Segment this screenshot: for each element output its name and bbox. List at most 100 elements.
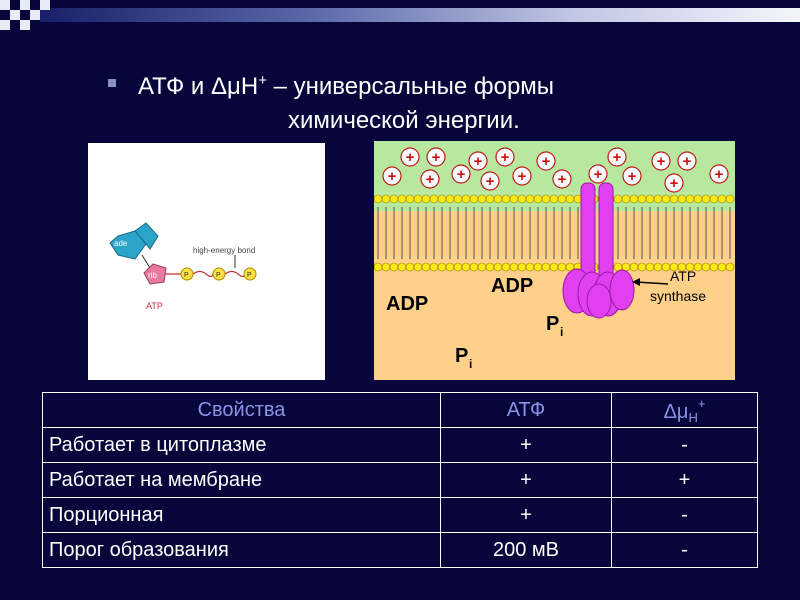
lipid-head xyxy=(565,194,575,204)
lipid-head xyxy=(429,262,439,272)
atp-synthase-line-1: ATP xyxy=(670,268,696,284)
lipid-head xyxy=(421,194,431,204)
proton-charges: ++++++++++++++++++ xyxy=(382,147,729,193)
plus-icon: + xyxy=(558,171,567,188)
table-row: Работает в цитоплазме + - xyxy=(42,427,758,463)
adp-label-right: ADP xyxy=(491,275,533,297)
proton-circle xyxy=(536,151,556,171)
lipid-head xyxy=(509,194,519,204)
adp-label-left: ADP xyxy=(386,293,428,315)
proton-circle xyxy=(451,164,471,184)
plus-icon: + xyxy=(683,153,692,170)
pointer-arrow xyxy=(635,281,669,285)
header-properties: Свойства xyxy=(42,392,441,428)
proton-circle xyxy=(512,166,532,186)
lipid-head xyxy=(397,194,407,204)
plus-icon: + xyxy=(426,171,435,188)
lipid-head xyxy=(389,194,399,204)
top-gradient-stripe xyxy=(40,8,800,22)
row-label: Работает на мембране xyxy=(42,462,441,498)
top-decoration xyxy=(0,0,800,34)
lipid-head xyxy=(517,194,527,204)
lipid-head xyxy=(557,194,567,204)
lipid-head xyxy=(725,262,735,272)
lipid-head xyxy=(533,262,543,272)
proton-circle xyxy=(588,164,608,184)
lipid-head xyxy=(397,262,407,272)
lipid-head xyxy=(405,194,415,204)
lipid-head xyxy=(613,194,623,204)
lipid-head xyxy=(557,262,567,272)
lipid-head xyxy=(405,262,415,272)
membrane-diagram: ++++++++++++++++++ ATP synthase ADP ADP … xyxy=(373,141,735,380)
proton-circle xyxy=(651,151,671,171)
lipid-head xyxy=(413,194,423,204)
lipid-head xyxy=(629,194,639,204)
table-row: Порог образования 200 мВ - xyxy=(42,532,758,568)
lipid-head xyxy=(517,262,527,272)
plus-icon: + xyxy=(542,153,551,170)
decor-square xyxy=(0,0,10,10)
lipid-head xyxy=(461,194,471,204)
lipid-head xyxy=(685,194,695,204)
proton-circle xyxy=(677,151,697,171)
proton-circle xyxy=(664,173,684,193)
atp-value: + xyxy=(440,427,612,463)
atp-value: 200 мВ xyxy=(440,532,612,568)
plus-icon: + xyxy=(657,153,666,170)
lipid-head xyxy=(477,194,487,204)
lipid-head xyxy=(477,262,487,272)
arrowhead-icon xyxy=(632,278,640,286)
atp-value: + xyxy=(440,462,612,498)
lipid-head xyxy=(653,194,663,204)
phosphate-3 xyxy=(243,267,257,281)
lipid-head xyxy=(525,194,535,204)
pi-label-right: P xyxy=(546,313,559,335)
row-label: Порог образования xyxy=(42,532,441,568)
plus-icon: + xyxy=(486,173,495,190)
lipid-head xyxy=(461,262,471,272)
title-line-2: химической энергии. xyxy=(288,107,520,134)
ade-label: ade xyxy=(114,239,128,248)
slide-title: АТФ и ΔμН+ – универсальные формы химичес… xyxy=(108,64,758,138)
lipid-head xyxy=(437,262,447,272)
atp-molecule-diagram: ade rib ATP P P P high-energy bond xyxy=(88,143,325,380)
header-delta-mu: ΔμH+ xyxy=(611,392,758,428)
decor-square xyxy=(20,20,30,30)
decor-square xyxy=(40,0,50,10)
decor-square xyxy=(10,10,20,20)
proton-circle xyxy=(382,166,402,186)
decor-square xyxy=(20,0,30,10)
table-row: Порционная + - xyxy=(42,497,758,533)
lipid-head xyxy=(621,194,631,204)
plus-icon: + xyxy=(388,168,397,185)
svg-text:P: P xyxy=(216,272,221,279)
proton-circle xyxy=(607,147,627,167)
properties-table: Свойства АТФ ΔμH+ Работает в цитоплазме … xyxy=(42,392,758,568)
lipid-head xyxy=(717,194,727,204)
high-energy-bond-label: high-energy bond xyxy=(193,246,255,255)
lipid-head xyxy=(453,262,463,272)
atp-synthase-line-2: synthase xyxy=(650,288,706,304)
lipid-head xyxy=(701,262,711,272)
lipid-head xyxy=(485,262,495,272)
atp-label: ATP xyxy=(146,301,163,311)
lipid-head xyxy=(493,194,503,204)
lipid-head xyxy=(701,194,711,204)
proton-circle xyxy=(552,169,572,189)
pi-sub-left: i xyxy=(469,357,472,371)
lipid-head xyxy=(653,262,663,272)
plus-icon: + xyxy=(501,149,510,166)
row-label: Порционная xyxy=(42,497,441,533)
rib-label: rib xyxy=(148,271,157,280)
plus-icon: + xyxy=(474,153,483,170)
lipid-head xyxy=(629,262,639,272)
lipid-head xyxy=(373,194,383,204)
plus-icon: + xyxy=(715,166,724,183)
decor-square xyxy=(30,10,40,20)
atp-value: + xyxy=(440,497,612,533)
table-row: Работает на мембране + + xyxy=(42,462,758,498)
delta-mu-value: + xyxy=(611,462,758,498)
proton-circle xyxy=(495,147,515,167)
proton-circle xyxy=(468,151,488,171)
